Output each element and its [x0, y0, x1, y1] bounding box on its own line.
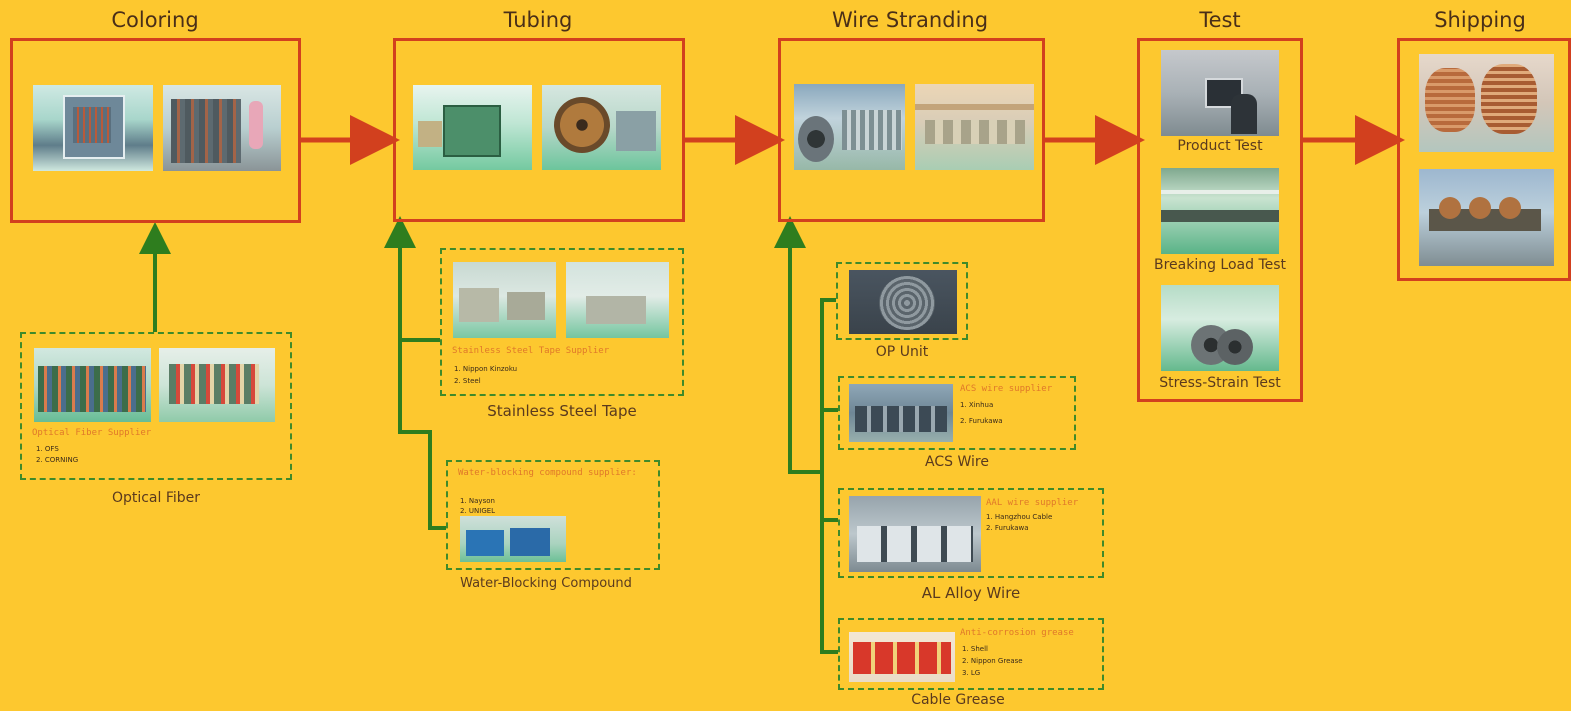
stranding-hall-photo	[915, 84, 1034, 170]
test-caption-breaking-load: Breaking Load Test	[1153, 257, 1287, 273]
feed-line-stranding	[820, 298, 838, 654]
al-alloy-wire-supplier-1: 1. Hangzhou Cable	[986, 513, 1053, 521]
stage-title-shipping: Shipping	[1434, 8, 1526, 32]
optical-fiber-photo-1	[34, 348, 151, 422]
stage-box-tubing	[393, 38, 685, 222]
al-alloy-wire-photo	[849, 496, 981, 572]
water-blocking-supplier-title: Water-blocking compound supplier:	[458, 468, 637, 478]
caption-cable-grease: Cable Grease	[911, 692, 1005, 708]
caption-stainless-steel-tape: Stainless Steel Tape	[487, 402, 637, 420]
optical-fiber-photo-2	[159, 348, 275, 422]
stainless-steel-tape-supplier-2: 2. Steel	[454, 377, 481, 385]
optical-fiber-supplier-title: Optical Fiber Supplier	[32, 428, 152, 438]
stage-box-test: Product Test Breaking Load Test Stress-S…	[1137, 38, 1303, 402]
coloring-machine-photo	[33, 85, 153, 171]
supply-box-acs-wire: ACS wire supplier 1. Xinhua 2. Furukawa	[838, 376, 1076, 450]
stage-box-coloring	[10, 38, 301, 223]
cable-grease-supplier-2: 2. Nippon Grease	[962, 657, 1023, 665]
test-caption-stress-strain: Stress-Strain Test	[1159, 375, 1281, 391]
acs-wire-supplier-1: 1. Xinhua	[960, 401, 994, 409]
caption-water-blocking: Water-Blocking Compound	[460, 576, 632, 591]
feed-line-tubing	[398, 338, 446, 530]
breaking-load-test-photo	[1161, 168, 1279, 254]
acs-wire-photo	[849, 384, 953, 442]
supply-box-optical-fiber: Optical Fiber Supplier 1. OFS 2. CORNING	[20, 332, 292, 480]
stage-title-tubing: Tubing	[503, 8, 573, 32]
caption-al-alloy-wire: AL Alloy Wire	[921, 584, 1021, 602]
coloring-operator-photo	[163, 85, 281, 171]
stage-box-shipping	[1397, 38, 1571, 281]
cable-grease-supplier-3: 3. LG	[962, 669, 981, 677]
supply-box-stainless-steel-tape: Stainless Steel Tape Supplier 1. Nippon …	[440, 248, 684, 396]
caption-acs-wire: ACS Wire	[925, 454, 989, 470]
al-alloy-wire-supplier-2: 2. Furukawa	[986, 524, 1029, 532]
supply-box-cable-grease: Anti-corrosion grease 1. Shell 2. Nippon…	[838, 618, 1104, 690]
op-unit-photo	[849, 270, 957, 334]
stainless-steel-tape-photo-1	[453, 262, 556, 338]
cable-grease-photo	[849, 632, 955, 682]
acs-wire-supplier-2: 2. Furukawa	[960, 417, 1003, 425]
stage-title-coloring: Coloring	[111, 8, 199, 32]
stage-title-wire-stranding: Wire Stranding	[831, 8, 989, 32]
stranding-machine-photo	[794, 84, 905, 170]
stainless-steel-tape-supplier-title: Stainless Steel Tape Supplier	[452, 346, 610, 356]
supply-box-al-alloy-wire: AAL wire supplier 1. Hangzhou Cable 2. F…	[838, 488, 1104, 578]
shipping-truck-photo	[1419, 169, 1554, 266]
tubing-line-photo	[413, 85, 532, 170]
stage-box-wire-stranding	[778, 38, 1045, 222]
test-caption-product: Product Test	[1177, 138, 1263, 154]
tubing-reel-photo	[542, 85, 661, 170]
supply-box-op-unit	[836, 262, 968, 340]
caption-optical-fiber: Optical Fiber	[111, 490, 201, 506]
stainless-steel-tape-supplier-1: 1. Nippon Kinzoku	[454, 365, 518, 373]
water-blocking-photo	[460, 516, 566, 562]
caption-op-unit: OP Unit	[875, 344, 929, 360]
optical-fiber-supplier-1: 1. OFS	[36, 445, 59, 453]
water-blocking-supplier-1: 1. Nayson	[460, 497, 495, 505]
optical-fiber-supplier-2: 2. CORNING	[36, 456, 79, 464]
al-alloy-wire-supplier-title: AAL wire supplier	[986, 498, 1079, 508]
water-blocking-supplier-2: 2. UNIGEL	[460, 507, 496, 515]
cable-grease-supplier-title: Anti-corrosion grease	[960, 628, 1074, 638]
shipping-reels-photo	[1419, 54, 1554, 152]
product-test-photo	[1161, 50, 1279, 136]
stage-title-test: Test	[1199, 8, 1241, 32]
supply-box-water-blocking: Water-blocking compound supplier: 1. Nay…	[446, 460, 660, 570]
stainless-steel-tape-photo-2	[566, 262, 669, 338]
acs-wire-supplier-title: ACS wire supplier	[960, 384, 1053, 394]
stress-strain-test-photo	[1161, 285, 1279, 371]
cable-grease-supplier-1: 1. Shell	[962, 645, 988, 653]
